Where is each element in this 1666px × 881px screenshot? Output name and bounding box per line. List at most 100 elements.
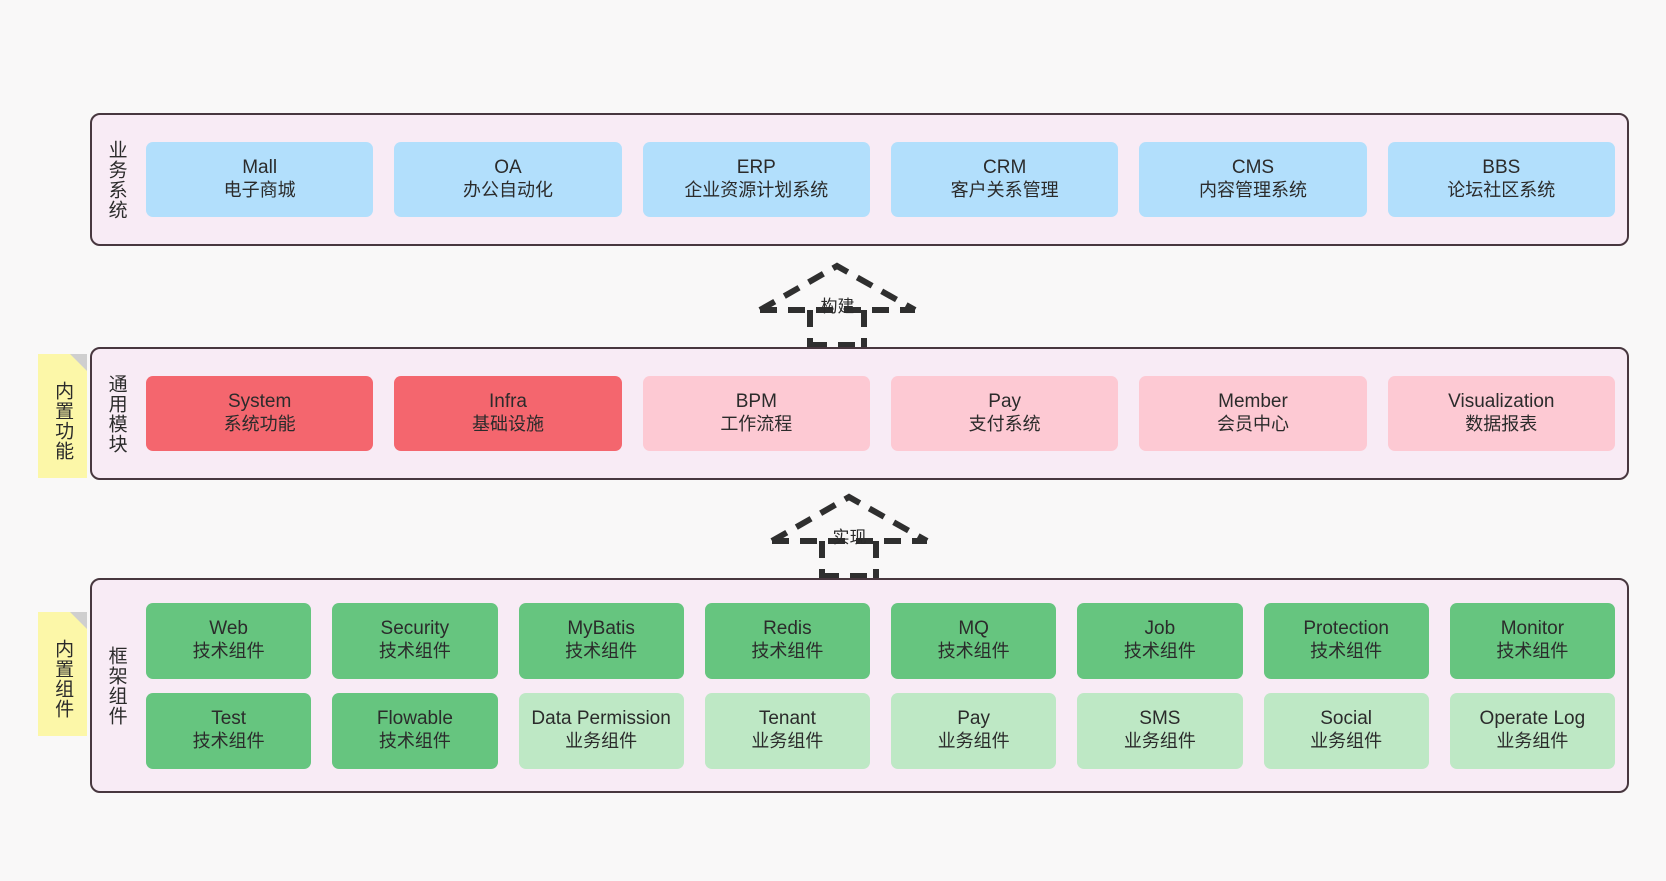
node-web[interactable]: Web 技术组件 — [146, 602, 312, 679]
node-security[interactable]: Security 技术组件 — [332, 602, 498, 679]
node-label-cn: 业务组件 — [565, 731, 638, 752]
node-label-cn: 技术组件 — [565, 641, 638, 662]
node-label-cn: 技术组件 — [1310, 641, 1383, 662]
node-label-en: Member — [1218, 391, 1288, 413]
node-label-en: BPM — [735, 391, 777, 413]
node-label-cn: 论坛社区系统 — [1447, 180, 1556, 201]
node-label-en: SMS — [1139, 708, 1181, 730]
node-label-en: Security — [380, 618, 450, 640]
node-label-en: Data Permission — [531, 708, 671, 730]
node-label-en: Job — [1144, 618, 1176, 640]
sticky-note-builtin-components: 内置组件 — [38, 612, 87, 736]
node-label-en: BBS — [1482, 157, 1521, 179]
node-label-cn: 技术组件 — [937, 641, 1010, 662]
layer-title-business: 业务系统 — [105, 139, 127, 220]
node-label-en: Mall — [242, 157, 278, 179]
node-label-cn: 技术组件 — [378, 641, 451, 662]
node-label-en: MyBatis — [567, 618, 635, 640]
node-label-en: Operate Log — [1479, 708, 1586, 730]
node-visualization[interactable]: Visualization 数据报表 — [1387, 376, 1615, 451]
layer-row: System 系统功能 Infra 基础设施 BPM 工作流程 Pay 支付系统… — [146, 376, 1615, 451]
layer-body-framework: Web 技术组件 Security 技术组件 MyBatis 技术组件 Redi… — [140, 580, 1627, 791]
node-label-cn: 技术组件 — [378, 731, 451, 752]
node-job[interactable]: Job 技术组件 — [1077, 602, 1243, 679]
node-data-permission[interactable]: Data Permission 业务组件 — [518, 692, 684, 769]
connector-realize: 实现 — [762, 487, 937, 579]
node-label-en: CMS — [1231, 157, 1275, 179]
node-label-en: Web — [209, 618, 248, 640]
node-label-cn: 办公自动化 — [462, 180, 553, 201]
node-label-cn: 技术组件 — [1123, 641, 1196, 662]
layer-row: Mall 电子商城 OA 办公自动化 ERP 企业资源计划系统 CRM 客户关系… — [146, 142, 1615, 217]
node-label-en: Test — [211, 708, 247, 730]
node-label-en: Redis — [763, 618, 812, 640]
node-mq[interactable]: MQ 技术组件 — [891, 602, 1057, 679]
node-label-en: Flowable — [376, 708, 453, 730]
sticky-note-builtin-features: 内置功能 — [38, 354, 87, 478]
node-label-en: OA — [494, 157, 522, 179]
node-flowable[interactable]: Flowable 技术组件 — [332, 692, 498, 769]
node-label-cn: 企业资源计划系统 — [684, 180, 829, 201]
layer-framework-components: 框架组件 Web 技术组件 Security 技术组件 MyBatis 技术组件… — [90, 578, 1629, 793]
node-label-cn: 技术组件 — [751, 641, 824, 662]
node-bbs[interactable]: BBS 论坛社区系统 — [1387, 142, 1615, 217]
node-label-cn: 会员中心 — [1216, 414, 1289, 435]
node-label-en: Pay — [988, 391, 1022, 413]
node-label-en: CRM — [983, 157, 1027, 179]
node-label-cn: 业务组件 — [1310, 731, 1383, 752]
node-label-cn: 工作流程 — [720, 414, 793, 435]
node-protection[interactable]: Protection 技术组件 — [1263, 602, 1429, 679]
node-label-cn: 数据报表 — [1465, 414, 1538, 435]
node-label-cn: 电子商城 — [223, 180, 296, 201]
layer-row: Web 技术组件 Security 技术组件 MyBatis 技术组件 Redi… — [146, 602, 1615, 679]
connector-build: 构建 — [750, 256, 925, 348]
node-bpm[interactable]: BPM 工作流程 — [642, 376, 870, 451]
layer-title-common: 通用模块 — [105, 373, 127, 454]
layer-title-framework: 框架组件 — [105, 645, 127, 726]
node-label-en: Monitor — [1500, 618, 1565, 640]
node-operate-log[interactable]: Operate Log 业务组件 — [1449, 692, 1615, 769]
node-label-en: System — [227, 391, 292, 413]
node-label-cn: 业务组件 — [1496, 731, 1569, 752]
node-erp[interactable]: ERP 企业资源计划系统 — [642, 142, 870, 217]
node-label-en: Social — [1320, 708, 1372, 730]
node-crm[interactable]: CRM 客户关系管理 — [890, 142, 1119, 217]
node-label-en: MQ — [958, 618, 989, 640]
node-label-en: Infra — [488, 391, 527, 413]
node-member[interactable]: Member 会员中心 — [1139, 376, 1367, 451]
node-mall[interactable]: Mall 电子商城 — [146, 142, 374, 217]
node-redis[interactable]: Redis 技术组件 — [704, 602, 870, 679]
node-social[interactable]: Social 业务组件 — [1263, 692, 1429, 769]
node-label-cn: 技术组件 — [1496, 641, 1569, 662]
layer-business-systems: 业务系统 Mall 电子商城 OA 办公自动化 ERP 企业资源计划系统 CRM… — [90, 113, 1629, 246]
node-system[interactable]: System 系统功能 — [146, 376, 374, 451]
node-label-en: Pay — [957, 708, 990, 730]
node-cms[interactable]: CMS 内容管理系统 — [1139, 142, 1367, 217]
node-label-cn: 技术组件 — [192, 731, 265, 752]
node-mybatis[interactable]: MyBatis 技术组件 — [518, 602, 684, 679]
node-infra[interactable]: Infra 基础设施 — [394, 376, 622, 451]
node-pay-component[interactable]: Pay 业务组件 — [891, 692, 1057, 769]
layer-common-modules: 通用模块 System 系统功能 Infra 基础设施 BPM 工作流程 Pay… — [90, 347, 1629, 480]
node-label-cn: 客户关系管理 — [950, 180, 1059, 201]
node-sms[interactable]: SMS 业务组件 — [1077, 692, 1243, 769]
node-label-cn: 业务组件 — [937, 731, 1010, 752]
node-test[interactable]: Test 技术组件 — [146, 692, 312, 769]
node-label-en: Tenant — [758, 708, 816, 730]
node-label-cn: 系统功能 — [223, 414, 296, 435]
node-label-cn: 技术组件 — [192, 641, 265, 662]
node-label-cn: 支付系统 — [968, 414, 1041, 435]
node-label-en: ERP — [736, 157, 776, 179]
node-monitor[interactable]: Monitor 技术组件 — [1449, 602, 1615, 679]
node-label-en: Protection — [1303, 618, 1389, 640]
node-label-cn: 基础设施 — [471, 414, 544, 435]
node-tenant[interactable]: Tenant 业务组件 — [704, 692, 870, 769]
node-pay-module[interactable]: Pay 支付系统 — [890, 376, 1119, 451]
node-label-en: Visualization — [1448, 391, 1555, 413]
layer-body-business: Mall 电子商城 OA 办公自动化 ERP 企业资源计划系统 CRM 客户关系… — [140, 115, 1627, 244]
node-label-cn: 业务组件 — [1123, 731, 1196, 752]
node-label-cn: 内容管理系统 — [1198, 180, 1307, 201]
node-oa[interactable]: OA 办公自动化 — [394, 142, 622, 217]
layer-row: Test 技术组件 Flowable 技术组件 Data Permission … — [146, 692, 1615, 769]
